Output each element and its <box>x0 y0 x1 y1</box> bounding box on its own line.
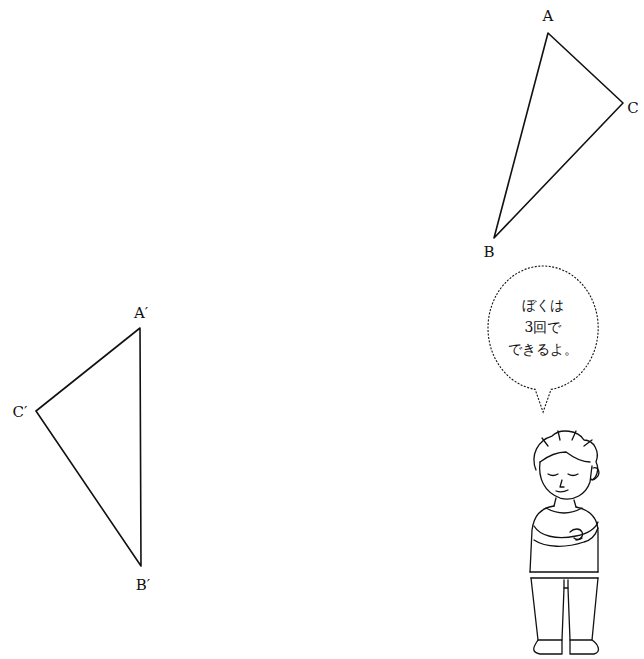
vertex-label: B <box>483 245 494 260</box>
speech-bubble: ぼくは 3回で できるよ。 <box>486 264 600 414</box>
vertex-label: C′ <box>13 405 28 420</box>
boy-figure <box>530 431 599 654</box>
speech-bubble-outline <box>486 264 600 414</box>
vertex-label: A <box>543 9 554 24</box>
vertex-label: A′ <box>134 306 148 321</box>
vertex-label: C <box>627 101 638 116</box>
speech-text: ぼくは 3回で できるよ。 <box>506 295 580 360</box>
vertex-label: B′ <box>136 578 150 593</box>
triangle-abc-prime <box>36 328 141 566</box>
triangle-abc <box>494 33 623 238</box>
